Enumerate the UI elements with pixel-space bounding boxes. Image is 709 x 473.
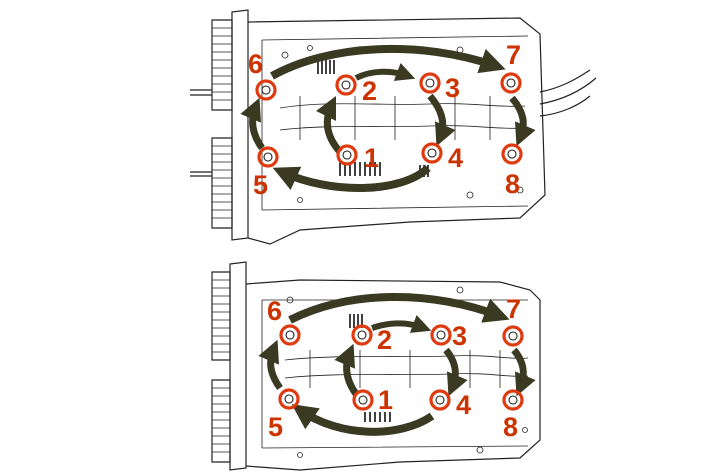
bottom-view: 1 2 3 4 5 6 7 8 bbox=[211, 261, 541, 471]
top-bolt-label: 7 bbox=[506, 40, 521, 70]
top-head-outline bbox=[190, 9, 597, 245]
top-bolt-label: 5 bbox=[253, 170, 268, 200]
bottom-bolt-8: 8 bbox=[502, 389, 524, 442]
top-bolt-3: 3 bbox=[419, 72, 460, 103]
top-bolt-label: 2 bbox=[362, 76, 377, 106]
top-sequence-arrows bbox=[240, 44, 536, 193]
bottom-bolt-label: 4 bbox=[456, 390, 471, 420]
bottom-cam-gear-lower bbox=[211, 379, 231, 463]
bottom-bolt-label: 2 bbox=[377, 325, 392, 355]
bottom-bolt-label: 5 bbox=[268, 412, 283, 442]
bottom-bolt-label: 8 bbox=[503, 412, 518, 442]
top-bolt-5: 5 bbox=[253, 146, 279, 200]
top-cam-gear-lower bbox=[211, 137, 233, 229]
top-bolt-6: 6 bbox=[248, 49, 277, 101]
bottom-cam-gear-upper bbox=[211, 271, 231, 361]
top-bolt-7: 7 bbox=[500, 40, 522, 94]
top-arrow-7-8 bbox=[509, 95, 536, 147]
top-bolt-label: 6 bbox=[248, 49, 263, 79]
top-arrow-3-4 bbox=[427, 93, 456, 147]
bottom-arrow-3-4 bbox=[443, 347, 468, 397]
bottom-bolt-2: 2 bbox=[351, 324, 392, 355]
bottom-arrow-5-6 bbox=[258, 339, 283, 391]
top-bolt-1: 1 bbox=[336, 143, 379, 173]
top-bolt-label: 3 bbox=[445, 73, 460, 103]
top-arrow-4-5 bbox=[272, 164, 431, 193]
top-arrow-5-6 bbox=[240, 97, 265, 151]
top-bolt-label: 8 bbox=[505, 169, 520, 199]
top-arrow-6-7 bbox=[270, 44, 506, 80]
bottom-sequence-arrows bbox=[258, 292, 536, 436]
bottom-bolt-label: 7 bbox=[506, 294, 521, 324]
top-bolt-label: 1 bbox=[364, 143, 379, 173]
bottom-arrow-6-7 bbox=[288, 292, 510, 324]
bottom-arrow-1-2 bbox=[334, 343, 359, 397]
bottom-bolt-1: 1 bbox=[352, 385, 393, 415]
top-cam-gear-upper bbox=[211, 19, 233, 111]
bottom-arrow-2-3 bbox=[371, 314, 432, 333]
top-bolt-label: 4 bbox=[448, 143, 463, 173]
bottom-bolt-label: 6 bbox=[267, 296, 282, 326]
bottom-arrow-7-8 bbox=[511, 347, 536, 397]
top-bolt-4: 4 bbox=[421, 142, 463, 173]
top-arrow-1-2 bbox=[315, 95, 343, 155]
top-bolt-8: 8 bbox=[501, 143, 523, 199]
bottom-arrow-4-5 bbox=[291, 404, 435, 436]
top-arrow-2-3 bbox=[354, 62, 416, 81]
bottom-head-outline bbox=[211, 261, 541, 471]
bottom-bolt-7: 7 bbox=[502, 294, 524, 347]
top-view: 1 2 3 4 5 6 7 8 bbox=[190, 9, 597, 245]
bottom-bolt-6: 6 bbox=[267, 296, 301, 346]
bottom-bolt-label: 1 bbox=[378, 385, 393, 415]
bottom-bolt-5: 5 bbox=[268, 388, 300, 442]
bottom-bolt-3: 3 bbox=[430, 321, 467, 351]
bottom-bolt-4: 4 bbox=[429, 389, 471, 420]
bottom-bolt-label: 3 bbox=[452, 321, 467, 351]
top-bolt-2: 2 bbox=[335, 74, 377, 106]
